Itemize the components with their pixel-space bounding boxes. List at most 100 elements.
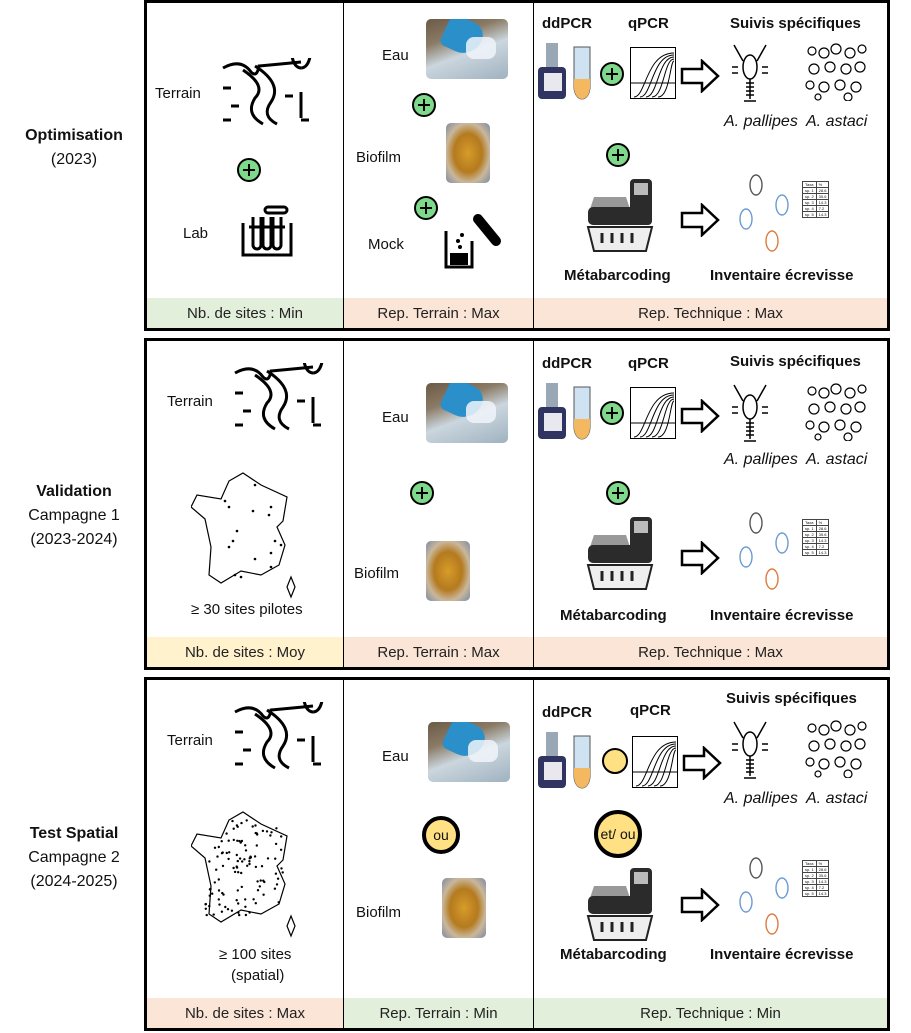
sequencer-icon — [586, 866, 656, 942]
biofilm-photo — [426, 541, 470, 601]
biofilm-label: Biofilm — [354, 565, 400, 582]
species-label-astaci: A. astaci — [806, 113, 868, 130]
site-dot — [205, 913, 208, 917]
biofilm-label: Biofilm — [356, 149, 402, 166]
biofilm-photo — [442, 878, 486, 938]
site-dot — [254, 824, 257, 827]
site-dot — [260, 865, 264, 868]
arrow-right-icon — [680, 541, 720, 575]
site-dot — [256, 833, 259, 836]
site-dot — [235, 899, 238, 902]
phase-panel-optimisation: Terrain Lab Nb. de sites : Min Eau Biofi… — [144, 0, 890, 331]
map-caption-secondary: (spatial) — [231, 967, 285, 984]
technique-column: ddPCR qPCR Suivis spécifiques A. pallipe… — [534, 680, 887, 1028]
site-dot — [238, 857, 242, 860]
site-dot — [243, 858, 246, 861]
site-dot — [209, 887, 212, 891]
site-dot — [275, 883, 279, 886]
phase-years: (2023) — [50, 151, 98, 168]
arrow-right-icon — [680, 399, 720, 433]
ddpcr-label: ddPCR — [542, 15, 592, 32]
river-landscape-icon — [233, 702, 329, 772]
site-dot — [244, 898, 247, 901]
site-dot — [217, 845, 220, 849]
samples-column: Eau ou Biofilm Rep. Terrain : Min — [344, 680, 534, 1028]
samples-column: Eau Biofilm Mock Rep. Terrain : Max — [344, 3, 534, 328]
phase-panel-test-spatial: Terrain ≥ 100 sites (spatial) Nb. de sit… — [144, 677, 890, 1031]
site-dot — [233, 870, 237, 874]
site-dot — [244, 913, 248, 917]
site-dot — [248, 862, 251, 866]
crayfish-icon — [730, 718, 770, 784]
plus-icon — [410, 481, 434, 505]
site-dot — [217, 878, 220, 881]
site-dot — [249, 855, 252, 858]
site-dot — [254, 865, 258, 869]
phase-years: (2023-2024) — [30, 531, 118, 548]
species-label-pallipes: A. pallipes — [724, 451, 798, 468]
site-dot — [225, 832, 228, 835]
pathogen-spores-icon — [804, 720, 868, 778]
arrow-right-icon — [680, 888, 720, 922]
pathogen-spores-icon — [804, 43, 868, 101]
site-dot — [277, 901, 280, 904]
site-dot — [217, 889, 221, 892]
plus-icon — [412, 93, 436, 117]
terrain-label: Terrain — [167, 393, 213, 410]
site-dot — [244, 849, 248, 852]
water-sampling-photo — [426, 19, 508, 79]
terrain-label: Terrain — [155, 85, 201, 102]
percent-cell: 14.3 — [815, 211, 830, 218]
site-dot — [261, 829, 265, 833]
qpcr-curves-icon — [632, 736, 678, 788]
samples-column: Eau Biofilm Rep. Terrain : Max — [344, 341, 534, 667]
site-dot — [220, 910, 224, 913]
site-dot — [265, 830, 269, 833]
site-dot — [208, 860, 211, 863]
biofilm-label: Biofilm — [356, 904, 402, 921]
site-dot — [232, 827, 235, 830]
site-dot — [237, 911, 240, 914]
test-tubes-rack-icon — [239, 205, 295, 257]
suivis-label: Suivis spécifiques — [726, 690, 857, 707]
crayfish-group-icon — [732, 169, 798, 259]
water-sampling-photo — [428, 722, 510, 782]
site-dot — [256, 889, 260, 892]
site-dot — [248, 860, 251, 863]
site-dot — [253, 855, 257, 858]
river-landscape-icon — [221, 58, 317, 128]
phase-years: (2024-2025) — [30, 873, 118, 890]
site-dot — [269, 834, 272, 837]
site-dot — [280, 835, 283, 838]
taxa-cell: sp. 5 — [802, 211, 817, 218]
rep-terrain-footer: Rep. Terrain : Min — [344, 998, 533, 1028]
site-dot — [276, 877, 280, 880]
phase-name: Optimisation — [25, 127, 123, 144]
rep-terrain-footer: Rep. Terrain : Max — [344, 637, 533, 667]
site-dot — [279, 848, 283, 851]
inventaire-label: Inventaire écrevisse — [710, 607, 854, 624]
inventaire-label: Inventaire écrevisse — [710, 946, 854, 963]
sites-column: Terrain ≥ 100 sites (spatial) Nb. de sit… — [147, 680, 344, 1028]
site-dot — [236, 839, 239, 842]
phase-label-validation: Validation Campagne 1 (2023-2024) — [0, 480, 148, 552]
beaker-test-tube-icon — [444, 211, 504, 271]
ddpcr-machine-icon — [538, 732, 594, 790]
site-dot — [240, 871, 243, 875]
site-dot — [216, 855, 219, 858]
rep-technique-footer: Rep. Technique : Min — [534, 998, 887, 1028]
site-dot — [225, 851, 228, 855]
map-caption: ≥ 100 sites — [219, 946, 292, 963]
site-dot — [235, 865, 238, 868]
site-dot — [280, 867, 283, 870]
sites-footer: Nb. de sites : Moy — [147, 637, 343, 667]
phase-name: Validation — [36, 483, 112, 500]
site-dot — [213, 846, 217, 849]
sites-footer: Nb. de sites : Max — [147, 998, 343, 1028]
rep-technique-footer: Rep. Technique : Max — [534, 637, 887, 667]
site-dot — [228, 851, 231, 854]
technique-column: ddPCR qPCR Suivis spécifiques A. pallipe… — [534, 341, 887, 667]
qpcr-label: qPCR — [628, 355, 669, 372]
sequencer-icon — [586, 177, 656, 253]
